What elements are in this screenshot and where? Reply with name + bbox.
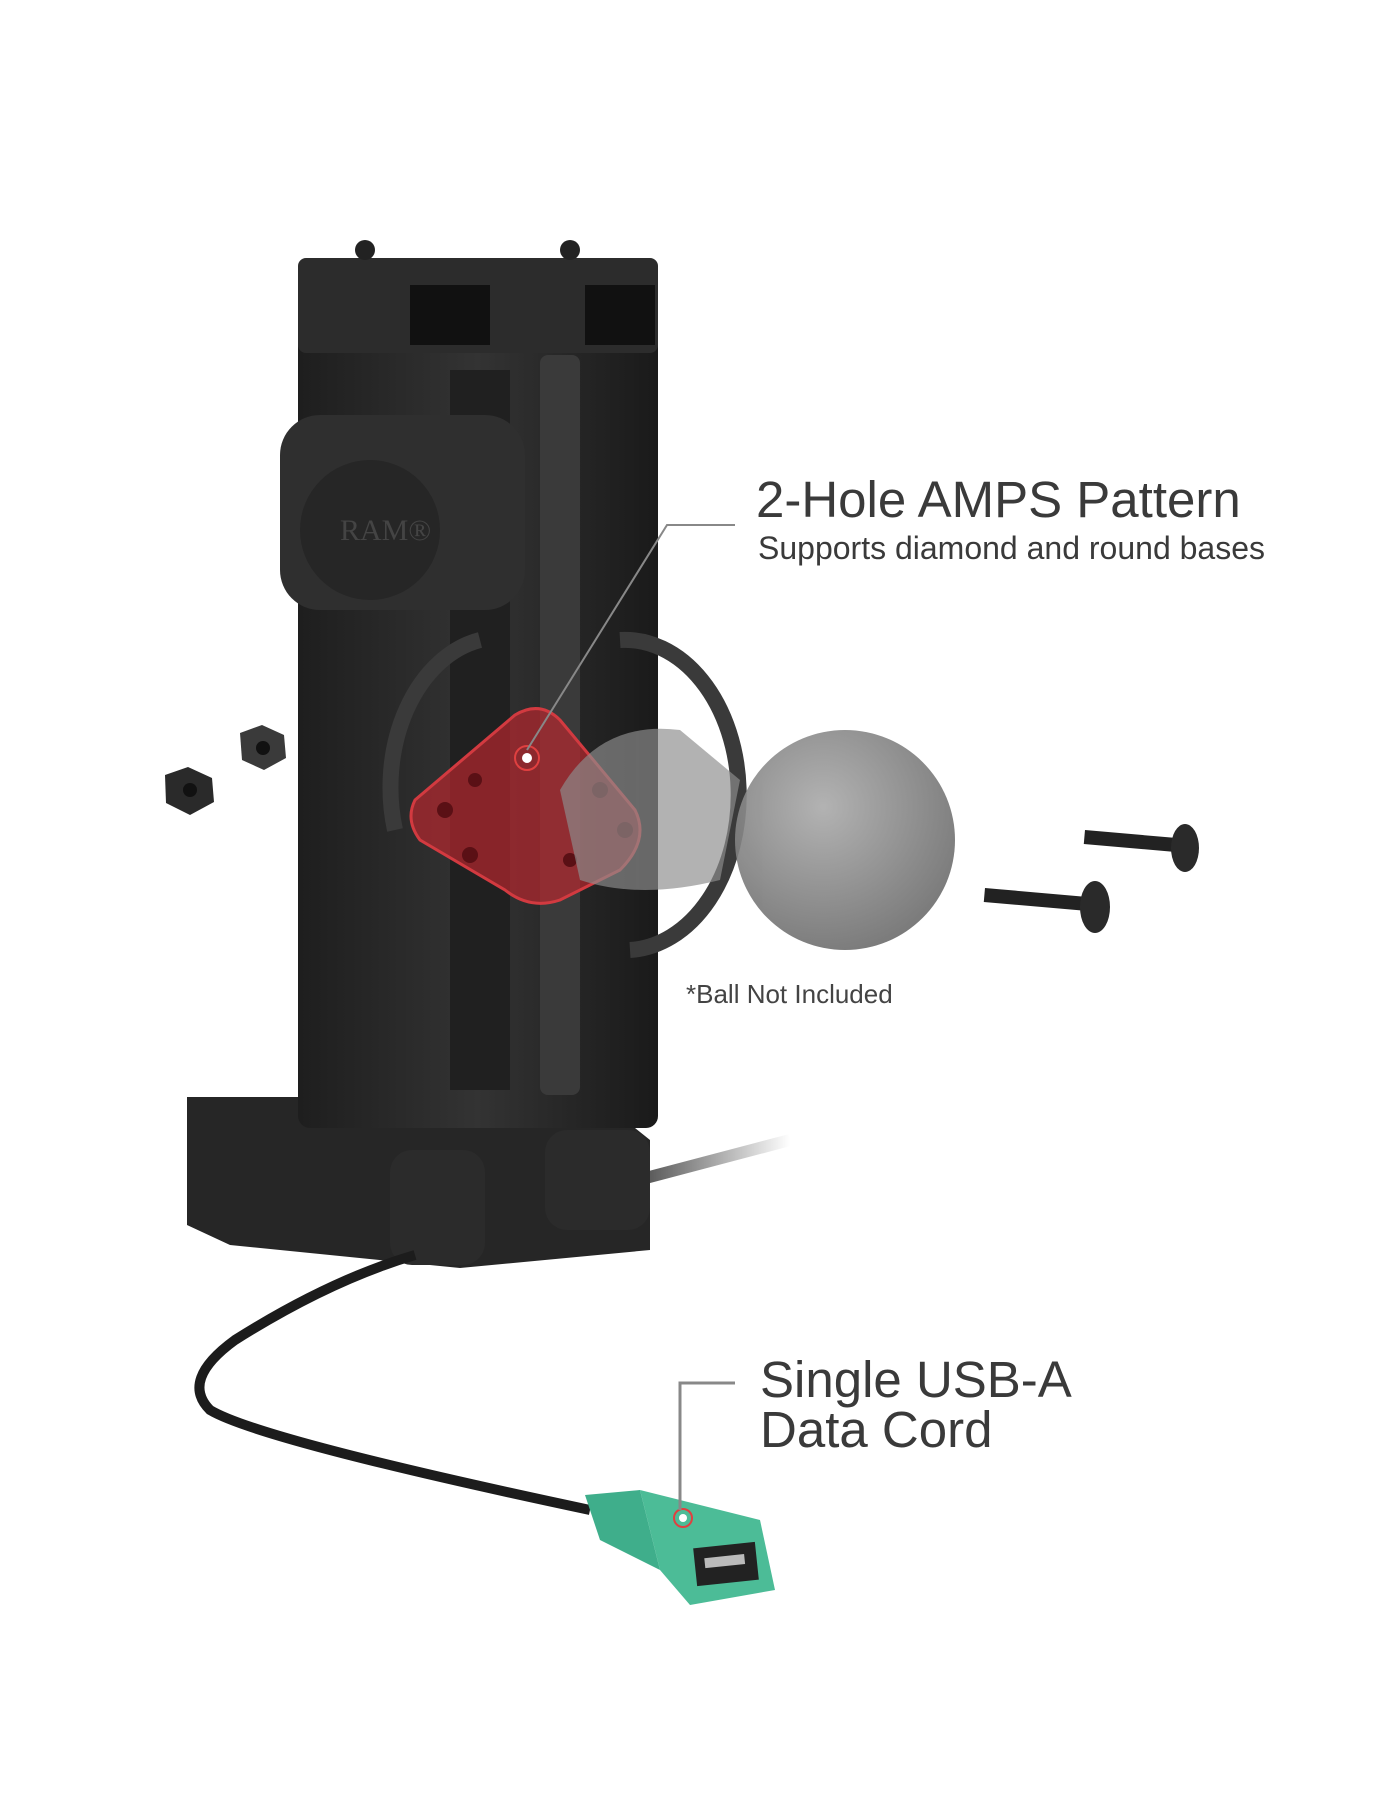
amps-callout-subtitle: Supports diamond and round bases xyxy=(758,530,1266,566)
usb-a-connector xyxy=(585,1490,775,1605)
hex-nut xyxy=(240,725,286,770)
amps-callout-title: 2-Hole AMPS Pattern xyxy=(756,471,1241,528)
ram-logo: RAM® xyxy=(340,514,431,547)
hex-nut xyxy=(165,767,214,815)
screw xyxy=(983,881,1110,933)
amps-marker xyxy=(514,745,540,771)
ball-not-included-note: *Ball Not Included xyxy=(686,979,893,1009)
usb-callout-line2: Data Cord xyxy=(760,1401,993,1458)
usb-callout: Single USB-A Data Cord xyxy=(760,1351,1072,1458)
cradle-body: RAM® xyxy=(187,240,747,1268)
ball-mount xyxy=(560,728,955,950)
screw xyxy=(1083,824,1199,872)
amps-leader-line xyxy=(526,524,735,751)
usb-leader-line xyxy=(678,1381,735,1510)
usb-callout-line1: Single USB-A xyxy=(760,1351,1072,1408)
usb-cable xyxy=(194,1250,592,1515)
